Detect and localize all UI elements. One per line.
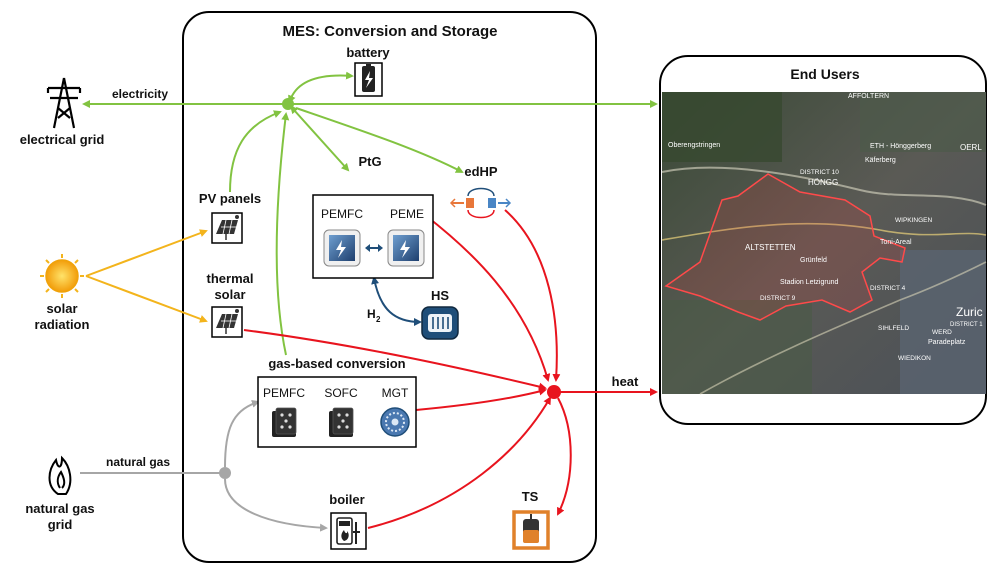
heat-pump-icon (449, 187, 512, 219)
hydrogen-tank-icon (421, 306, 459, 340)
ptg-label: PtG (358, 154, 381, 169)
gas-node (219, 467, 231, 479)
flame-icon (48, 455, 72, 495)
gas-conversion-unit3-label: MGT (382, 386, 409, 400)
pemfc-stack-icon (272, 407, 297, 437)
mes-title: MES: Conversion and Storage (282, 23, 497, 40)
electricity-flows (82, 71, 658, 356)
gas-conversion-unit2-label: SOFC (324, 386, 358, 400)
gas-conversion-unit1-label: PEMFC (263, 386, 305, 400)
map-label-hoengg: HÖNGG (808, 178, 838, 187)
natural-gas-flow-label: natural gas (106, 455, 170, 469)
heat-flows (243, 209, 658, 529)
ptg-unit2-label: PEME (390, 207, 424, 221)
map-label-wiedikon: WIEDIKON (898, 355, 931, 362)
hs-label: HS (431, 288, 449, 303)
map-label-district9: DISTRICT 9 (760, 295, 796, 302)
thermal-collector-icon (211, 306, 243, 338)
map-label-wipkingen: WIPKINGEN (895, 217, 933, 224)
hydrogen-label: H (367, 307, 376, 321)
solar-label-line1: solar (46, 301, 77, 316)
power-pylon-icon (46, 77, 82, 129)
gas-grid-label-line1: natural gas (25, 501, 94, 516)
hydrogen-subscript: 2 (376, 315, 381, 324)
map-label-district1: DISTRICT 1 (950, 322, 983, 328)
map-label-werd: WERD (932, 329, 952, 336)
map-label-oberengstringen: Oberengstringen (668, 142, 720, 149)
gas-flows (80, 399, 328, 532)
district-outline (664, 173, 906, 321)
map-label-toni-areal: Toni-Areal (880, 239, 912, 246)
pv-panels-label: PV panels (199, 191, 261, 206)
map-label-district4: DISTRICT 4 (870, 285, 906, 292)
thermal-storage-icon (512, 510, 550, 550)
heat-node (547, 385, 561, 399)
map-label-gruenfeld: Grünfeld (800, 257, 827, 264)
sun-icon (40, 254, 84, 298)
pemfc-cell-icon (323, 229, 361, 267)
battery-link (288, 71, 354, 104)
node-to-edhp (295, 107, 464, 173)
ts-label: TS (522, 489, 539, 504)
end-users-title: End Users (790, 66, 859, 82)
boiler-label: boiler (329, 492, 364, 507)
battery-label: battery (346, 45, 390, 60)
map-label-zurich: Zuric (956, 305, 983, 319)
electricity-node (282, 98, 294, 110)
solar-label-line2: radiation (35, 317, 90, 332)
map-label-paradeplatz: Paradeplatz (928, 339, 966, 346)
map-label-eth: ETH - Hönggerberg (870, 143, 931, 150)
map-label-sihlfeld: SIHLFELD (878, 325, 909, 332)
map-label-affoltern: AFFOLTERN (848, 93, 889, 100)
map-label-oerl: OERL (960, 143, 982, 152)
map-label-district10: DISTRICT 10 (800, 169, 839, 176)
thermal-solar-label-line1: thermal (207, 271, 254, 286)
edhp-label: edHP (464, 164, 498, 179)
map-label-letzigrund: Stadion Letzigrund (780, 279, 838, 286)
gas-conversion-to-node (275, 112, 290, 356)
battery-icon (354, 62, 383, 97)
heat-flow-label: heat (612, 374, 639, 389)
thermal-solar-label-line2: solar (214, 287, 245, 302)
node-to-ptg (289, 105, 350, 172)
solar-panel-icon (211, 212, 243, 244)
electrical-grid-label: electrical grid (20, 132, 105, 147)
turbine-icon (380, 407, 410, 437)
pv-to-node (229, 110, 282, 193)
bidirectional-arrow-icon (365, 244, 383, 252)
solar-flows (85, 229, 208, 323)
gas-grid-label-line2: grid (48, 517, 73, 532)
peme-cell-icon (387, 229, 425, 267)
hydrogen-flow (371, 276, 422, 326)
boiler-icon (330, 512, 367, 550)
sofc-stack-icon (329, 407, 354, 437)
ptg-unit1-label: PEMFC (321, 207, 363, 221)
electricity-flow-label: electricity (112, 87, 168, 101)
map-label-altstetten: ALTSTETTEN (745, 243, 796, 252)
satellite-map: AFFOLTERN ETH - Hönggerberg Käferberg Ob… (661, 92, 987, 395)
gas-conversion-label: gas-based conversion (268, 356, 405, 371)
map-label-kaeferberg: Käferberg (865, 157, 896, 164)
